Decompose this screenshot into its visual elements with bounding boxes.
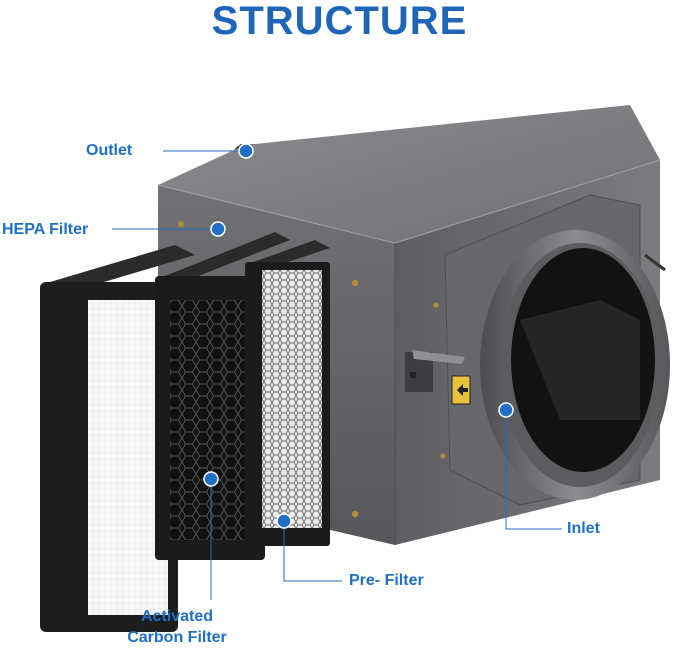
activated-carbon-filter-label-line1: Activated xyxy=(140,608,214,625)
screws xyxy=(178,221,446,518)
inlet-flange xyxy=(444,194,670,506)
hepa-filter-label: HEPA Filter xyxy=(2,221,89,238)
carbon-filter xyxy=(155,232,290,560)
hepa-filter xyxy=(40,245,195,632)
outlet-label: Outlet xyxy=(86,142,133,159)
pre-filter xyxy=(245,240,330,546)
activated-carbon-filter-label-line2: Carbon Filter xyxy=(127,629,227,646)
arrow-left-icon xyxy=(451,375,471,405)
callout-dots xyxy=(203,143,514,529)
pre-filter-label: Pre- Filter xyxy=(349,572,424,589)
callout-lines xyxy=(112,150,562,600)
inlet-label: Inlet xyxy=(567,520,600,537)
latch-bracket xyxy=(405,350,465,392)
page-title: STRUCTURE xyxy=(211,0,468,43)
activated-carbon-filter-label: Activated Carbon Filter xyxy=(97,606,257,648)
